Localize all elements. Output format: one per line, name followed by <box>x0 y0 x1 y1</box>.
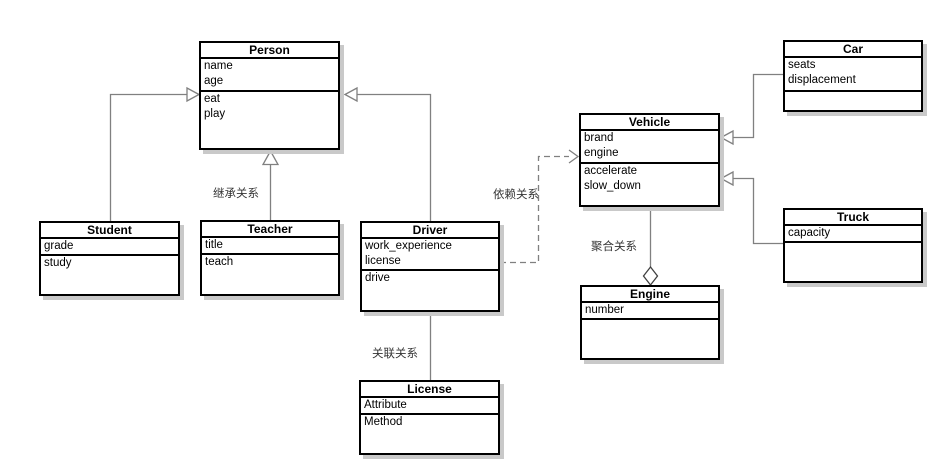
dependency-line-driver-vehicle <box>500 155 569 264</box>
class-method: drive <box>365 272 390 284</box>
class-method: accelerate <box>584 165 638 177</box>
class-truck: Truck capacity <box>783 208 923 283</box>
class-attribute: license <box>365 255 401 267</box>
label-aggregation: 聚合关系 <box>591 241 637 253</box>
methods-section: teach <box>202 253 338 294</box>
class-attribute: Attribute <box>364 399 407 411</box>
class-attribute: seats <box>788 59 816 71</box>
inheritance-line-student-person <box>109 93 187 221</box>
attributes-section: Attribute <box>361 396 498 413</box>
inheritance-line-car-vehicle <box>733 73 783 139</box>
class-teacher: Teacher title teach <box>200 220 340 296</box>
class-attribute: grade <box>44 240 74 252</box>
class-title: Vehicle <box>628 115 671 129</box>
methods-section: Method <box>361 413 498 453</box>
class-title: Car <box>842 42 863 56</box>
methods-section <box>785 90 921 110</box>
inheritance-triangle-person-bottom <box>261 149 280 166</box>
methods-section: accelerate slow_down <box>581 162 718 205</box>
class-title: License <box>407 382 452 396</box>
methods-section: study <box>41 254 178 294</box>
class-license: License Attribute Method <box>359 380 500 455</box>
class-title: Engine <box>629 287 670 301</box>
class-method: play <box>204 108 226 120</box>
attributes-section: name age <box>201 57 338 90</box>
class-attribute: number <box>585 304 624 316</box>
attributes-section: grade <box>41 237 178 254</box>
class-attribute: name <box>204 60 233 72</box>
inheritance-triangle-person-right <box>343 86 358 103</box>
label-association: 关联关系 <box>372 348 418 360</box>
class-method: teach <box>205 256 234 268</box>
attributes-section: work_experience license <box>362 237 498 269</box>
inheritance-line-truck-vehicle <box>733 177 783 245</box>
class-title: Student <box>87 223 132 237</box>
inheritance-line-driver-person <box>357 93 432 221</box>
class-method: Method <box>364 416 403 428</box>
inheritance-triangle-vehicle-car <box>719 129 734 146</box>
attributes-section: title <box>202 236 338 253</box>
class-student: Student grade study <box>39 221 180 296</box>
inheritance-triangle-person-left <box>186 86 201 103</box>
class-attribute: age <box>204 75 224 87</box>
methods-section: drive <box>362 269 498 310</box>
class-attribute: displacement <box>788 74 856 86</box>
class-title: Person <box>249 43 290 57</box>
class-title: Teacher <box>247 222 293 236</box>
aggregation-diamond-engine <box>642 265 659 287</box>
class-attribute: title <box>205 239 223 251</box>
attributes-section: seats displacement <box>785 56 921 90</box>
class-attribute: brand <box>584 132 614 144</box>
attributes-section: capacity <box>785 224 921 241</box>
class-engine: Engine number <box>580 285 720 360</box>
class-title: Truck <box>836 210 869 224</box>
attributes-section: number <box>582 301 718 318</box>
class-vehicle: Vehicle brand engine accelerate slow_dow… <box>579 113 720 207</box>
attributes-section: brand engine <box>581 129 718 162</box>
class-driver: Driver work_experience license drive <box>360 221 500 312</box>
class-method: slow_down <box>584 180 641 192</box>
class-method: eat <box>204 93 220 105</box>
class-person: Person name age eat play <box>199 41 340 150</box>
label-inheritance: 继承关系 <box>213 188 259 200</box>
dependency-open-arrow-vehicle <box>568 149 580 164</box>
methods-section <box>582 318 718 358</box>
class-car: Car seats displacement <box>783 40 923 112</box>
class-attribute: capacity <box>788 227 831 239</box>
label-dependency: 依赖关系 <box>493 189 539 201</box>
class-attribute: work_experience <box>365 240 452 252</box>
class-attribute: engine <box>584 147 619 159</box>
class-title: Driver <box>412 223 448 237</box>
inheritance-triangle-vehicle-truck <box>719 170 734 187</box>
methods-section <box>785 241 921 281</box>
class-method: study <box>44 257 72 269</box>
methods-section: eat play <box>201 90 338 148</box>
